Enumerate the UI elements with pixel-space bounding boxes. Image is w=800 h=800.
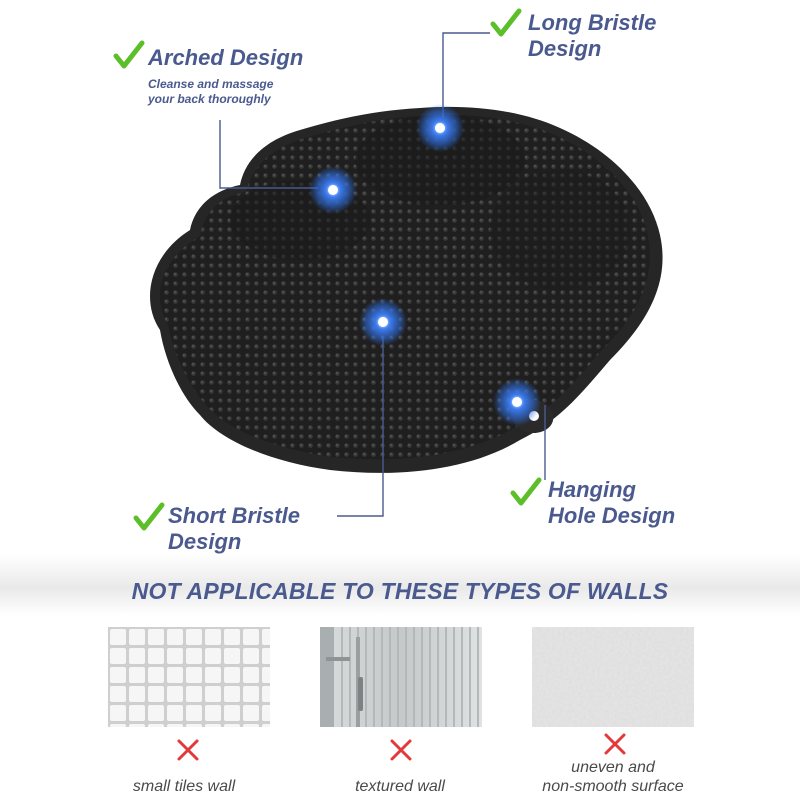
walls-heading: NOT APPLICABLE TO THESE TYPES OF WALLS [131,578,669,604]
check-icon [113,40,145,69]
caption-line: small tiles wall [132,778,236,795]
check-icon [133,502,165,531]
hotspot-icon [359,298,407,346]
feature-title: Hole Design [548,503,676,528]
uneven-surface-image [532,627,694,727]
hotspot-icon [309,166,357,214]
caption-line: textured wall [355,778,445,795]
caption-line: non-smooth surface [542,778,684,795]
feature-title: Arched Design [148,45,304,70]
feature-subtitle: your back thoroughly [148,92,271,106]
cross-icon [604,733,626,755]
feature-title: Long Bristle [528,10,657,35]
feature-title: Hanging [548,477,636,502]
small-tiles-image [108,627,270,727]
wall-caption: uneven and non-smooth surface [513,758,713,796]
cross-icon [177,739,199,761]
feature-title: Short Bristle [168,503,301,528]
feature-hanging-hole: Hanging Hole Design [548,477,675,529]
check-icon [490,8,522,37]
feature-subtitle: Cleanse and massage [148,77,274,91]
feature-short-bristle: Short Bristle Design [168,503,300,555]
bath-brush-illustration [150,32,663,517]
feature-long-bristle: Long Bristle Design [528,10,656,62]
hotspot-icon [416,104,464,152]
hotspot-icon [493,378,541,426]
cross-icon [390,739,412,761]
wall-caption: textured wall [300,777,500,796]
caption-line: uneven and [571,759,655,776]
section-divider-band [0,555,800,615]
wall-caption: small tiles wall [84,777,284,796]
textured-wall-image [320,627,482,727]
feature-arched: Arched Design Cleanse and massage your b… [148,45,303,107]
feature-title: Design [528,36,602,61]
check-icon [510,477,542,506]
feature-title: Design [168,529,242,554]
